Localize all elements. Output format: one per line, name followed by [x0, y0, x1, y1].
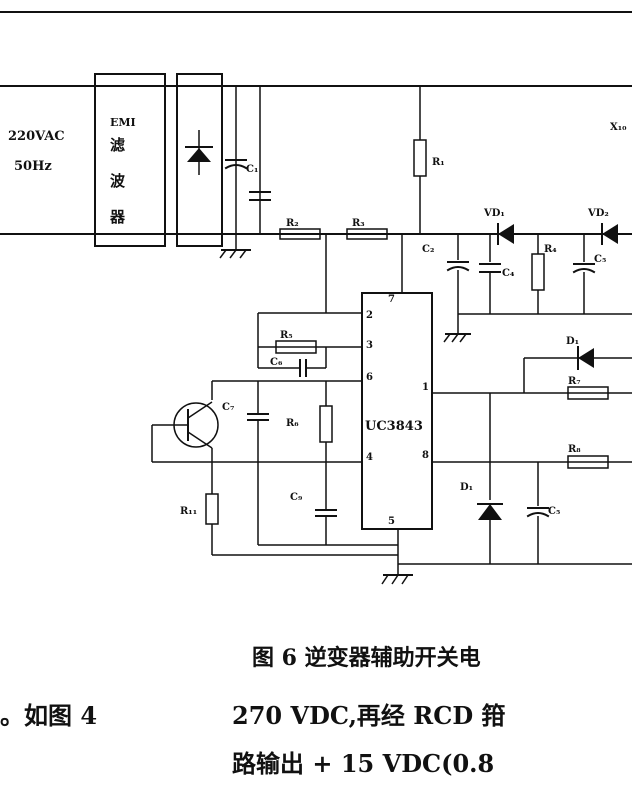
resistor-r8	[567, 386, 609, 400]
resistor-r3	[346, 228, 388, 240]
c3-plate-bottom	[446, 266, 470, 272]
cap-c1-plate-bottom	[224, 164, 248, 170]
ground-2-hatch-c	[459, 333, 467, 343]
r6-label: R₆	[286, 418, 299, 429]
r8-label: R₇	[568, 376, 581, 387]
c6-label: C₆	[270, 357, 283, 368]
emi-char-2: 波	[110, 172, 126, 190]
r3-label: R₃	[352, 218, 365, 229]
ic-label: UC3843	[365, 419, 423, 434]
body-text-right-line-1: 270 VDC,再经 RCD 箝	[232, 701, 506, 730]
emi-char-3: 器	[109, 208, 126, 226]
uc3843-ic	[361, 292, 433, 530]
body-text-right-line-2: 路输出 + 15 VDC(0.8	[232, 749, 495, 778]
resistor-r2	[279, 228, 321, 240]
r4-label: R₄	[544, 244, 557, 255]
pin-7-label: 7	[388, 294, 395, 305]
ground-1-hatch-b	[229, 249, 237, 259]
resistor-r1	[413, 139, 427, 177]
c1-label: C₁	[246, 164, 258, 175]
pin-8-label: 8	[422, 450, 429, 461]
c2-label: C₂	[422, 244, 434, 255]
transistor-collector	[187, 401, 213, 419]
xm-label: X₁₀	[610, 122, 627, 133]
emi-char-1: 滤	[110, 136, 125, 154]
source-voltage-label: 220VAC	[8, 129, 65, 144]
vd2-label: VD₂	[587, 208, 609, 219]
d1-diode-icon	[578, 348, 594, 368]
bridge-diode-symbol	[187, 148, 211, 162]
pin-6-label: 6	[366, 372, 373, 383]
bridge-rectifier-box	[176, 73, 223, 247]
r1-label: R₁	[432, 157, 445, 168]
c10-plate-b	[526, 512, 550, 518]
pin-5-label: 5	[388, 516, 395, 527]
c5-plate-bottom	[572, 268, 596, 274]
pin-2-label: 2	[366, 310, 373, 321]
source-frequency-label: 50Hz	[14, 159, 52, 174]
resistor-r4	[531, 253, 545, 291]
r2-label: R₂	[286, 218, 299, 229]
vd1-label: VD₁	[483, 208, 505, 219]
resistor-r9	[567, 455, 609, 469]
resistor-r5	[275, 340, 317, 354]
c4-label: C₄	[502, 268, 515, 279]
d2-label: D₁	[460, 482, 473, 493]
d2-diode-icon	[478, 504, 502, 520]
r11-label: R₁₁	[180, 506, 197, 517]
pin-1-label: 1	[422, 382, 429, 393]
body-text-left: 。如图 4	[0, 701, 98, 730]
emi-label: EMI	[110, 116, 136, 129]
vd2-diode-icon	[602, 224, 618, 244]
ground-2-hatch-b	[451, 333, 459, 343]
r9-label: R₈	[568, 444, 581, 455]
resistor-r11	[205, 493, 219, 525]
emi-filter-box	[94, 73, 166, 247]
r5-label: R₅	[280, 330, 293, 341]
ground-3-hatch-c	[401, 574, 409, 585]
figure-caption: 图 6 逆变器辅助开关电	[252, 645, 481, 671]
pin-4-label: 4	[366, 452, 373, 463]
c9-label: C₉	[290, 492, 302, 503]
d1-label: D₁	[566, 336, 579, 347]
pin-3-label: 3	[366, 340, 373, 351]
vt-label: C₇	[222, 402, 234, 413]
ground-1-hatch-a	[219, 249, 227, 259]
c10-label: C₅	[548, 506, 560, 517]
ground-3-hatch-b	[391, 574, 399, 585]
ground-1-hatch-c	[239, 249, 247, 259]
ground-2-hatch-a	[443, 333, 451, 343]
resistor-r7	[319, 405, 333, 443]
c5-label: C₅	[594, 254, 606, 265]
ground-3-hatch-a	[381, 574, 389, 585]
vd1-diode-icon	[498, 224, 514, 244]
transistor-emitter	[187, 431, 213, 449]
